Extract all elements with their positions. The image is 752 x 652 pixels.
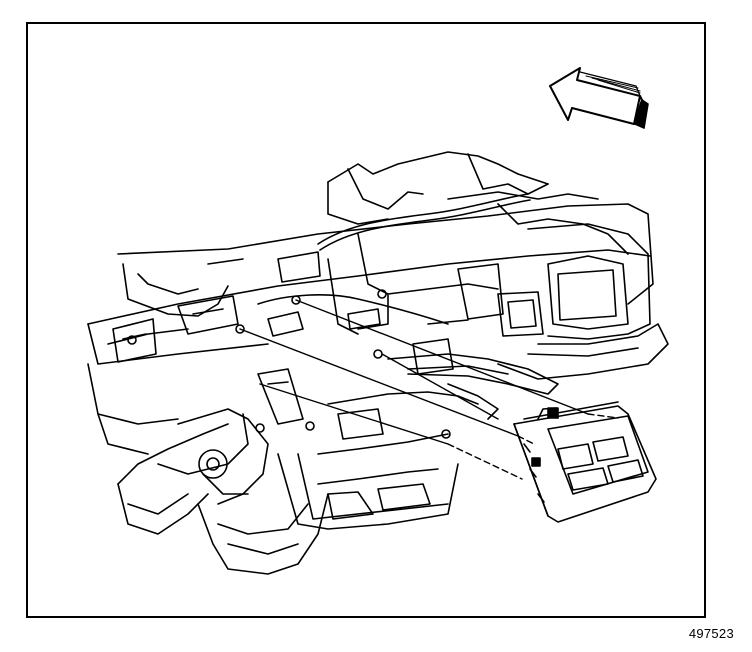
- control-module: [513, 401, 657, 523]
- forward-arrow-icon: [549, 67, 649, 129]
- instrument-panel-structure: [87, 151, 669, 575]
- diagram-frame: [26, 22, 706, 618]
- instrument-panel-illustration: [87, 67, 669, 575]
- figure-id-number: 497523: [688, 626, 734, 641]
- alignment-lines: [239, 299, 619, 480]
